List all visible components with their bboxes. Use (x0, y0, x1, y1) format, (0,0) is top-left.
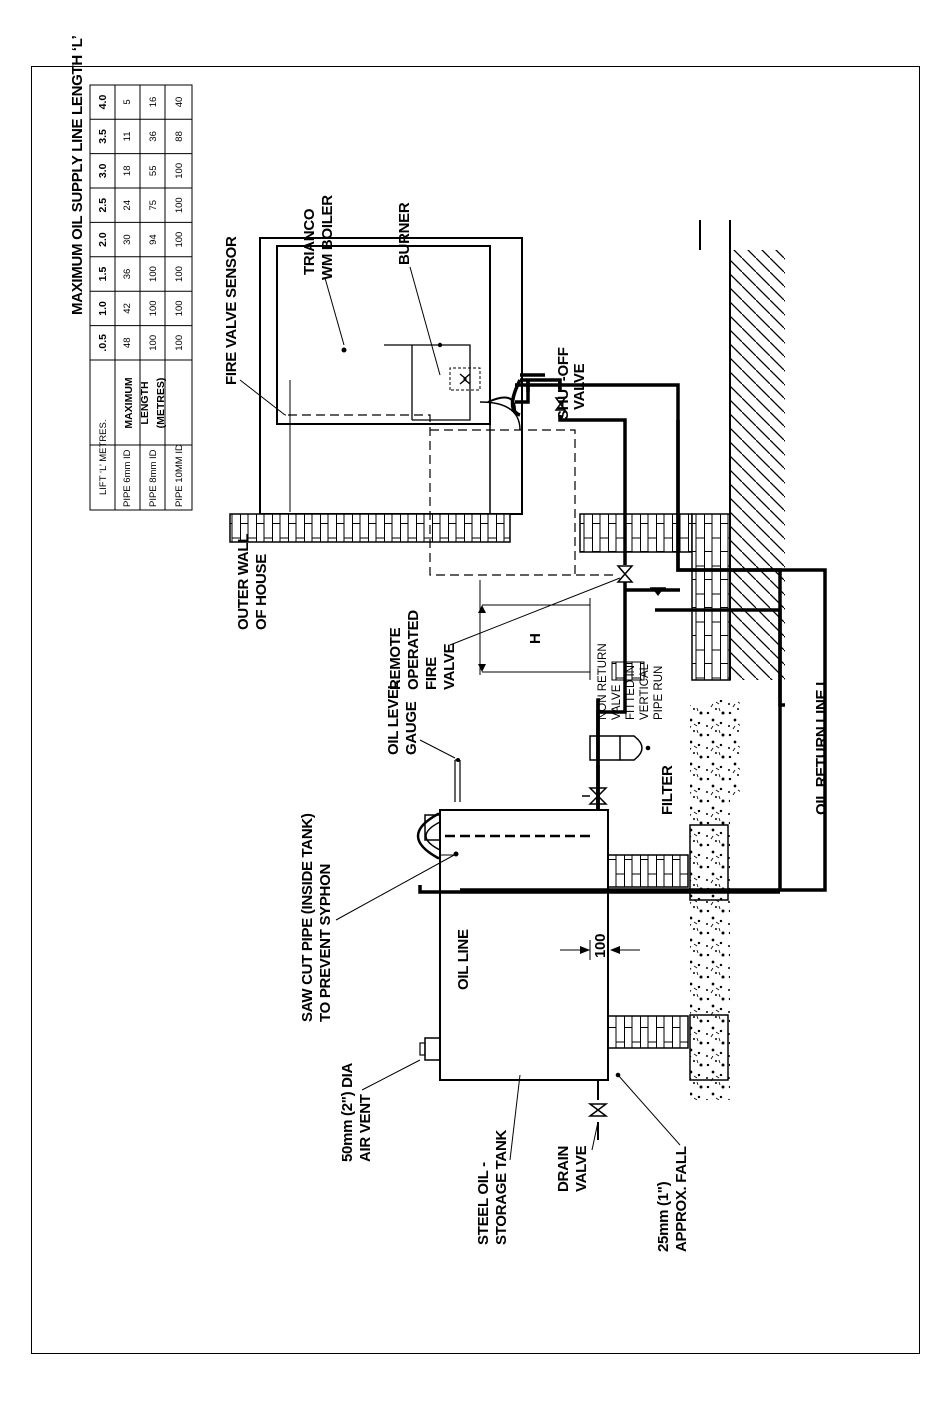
max-length-line3: (METRES) (155, 378, 167, 429)
oil-level-gauge (454, 758, 461, 802)
oil-level-label-1: OIL LEVEL (385, 680, 402, 755)
outer-wall-label-2: OF HOUSE (253, 554, 270, 630)
non-return-label-5: PIPE RUN (653, 666, 665, 720)
drain-valve-label-2: VALVE (573, 1145, 590, 1192)
table-cell: 100 (148, 266, 159, 282)
remote-valve-label-2: OPERATED (405, 610, 422, 690)
tank-outlet-valve (582, 787, 608, 805)
non-return-label-2: VALVE (611, 684, 623, 720)
return-route (460, 383, 827, 892)
remote-valve-label-3: FIRE (423, 657, 440, 690)
fall-label-2: APPROX. FALL (673, 1146, 690, 1252)
remote-valve-label-4: VALVE (441, 643, 458, 690)
table-cell: 100 (174, 300, 185, 316)
max-length-table: MAXIMUM OIL SUPPLY LINE LENGTH ‘L’ LIFT … (69, 35, 193, 511)
boiler-label-2: WM BOILER (319, 195, 336, 280)
lift-value: 2.0 (97, 232, 109, 247)
steel-oil-storage-tank (416, 809, 689, 1140)
table-cell: 36 (148, 131, 159, 142)
outer-wall-label-1: OUTER WALL (235, 534, 252, 630)
table-cell: 5 (122, 99, 133, 104)
oil-level-label-2: GAUGE (403, 701, 420, 755)
height-dimension (478, 580, 591, 680)
dimension-100: 100 (592, 934, 609, 958)
shut-off-valve (554, 397, 567, 411)
air-vent-label-2: AIR VENT (357, 1094, 374, 1162)
table-cell: 100 (174, 163, 185, 179)
table-cell: 30 (122, 234, 133, 245)
max-length-line2: LENGTH (139, 381, 151, 424)
non-return-valve (650, 587, 666, 596)
table-title: MAXIMUM OIL SUPPLY LINE LENGTH ‘L’ (69, 35, 86, 315)
burner-label: BURNER (396, 202, 413, 265)
fire-valve-sensor-label: FIRE VALVE SENSOR (223, 236, 240, 385)
table-cell: 94 (148, 234, 159, 245)
saw-cut-label-2: TO PREVENT SYPHON (317, 864, 334, 1022)
lift-value: 3.5 (97, 129, 109, 144)
ground-surface (689, 700, 740, 1100)
height-label: H (527, 633, 544, 644)
burner (384, 342, 521, 431)
remote-fire-valve (616, 565, 634, 583)
table-cell: 75 (148, 200, 159, 211)
lift-value: 4.0 (97, 95, 109, 110)
lift-header: LIFT ‘L’ METRES. (98, 420, 109, 496)
lift-value: 3.0 (97, 163, 109, 178)
non-return-label-1: NON RETURN (597, 643, 609, 720)
pipe-10mm: PIPE 10MM ID (174, 444, 185, 507)
lift-value: 1.5 (97, 267, 109, 282)
oil-line-label: OIL LINE (455, 929, 472, 990)
table-cell: 100 (148, 300, 159, 316)
table-cell: 55 (148, 166, 159, 177)
storage-tank-label-2: STORAGE TANK (493, 1130, 510, 1245)
table-cell: 40 (174, 97, 185, 108)
remote-valve-label-1: REMOTE (387, 627, 404, 690)
max-length-line1: MAXIMUM (123, 377, 135, 429)
air-vent-label-1: 50mm (2") DIA (339, 1062, 356, 1162)
fire-valve-capillary (288, 414, 618, 576)
oil-return-label: OIL RETURN LINE L (813, 677, 830, 815)
outer-wall-house (229, 513, 731, 681)
diagram-frame (31, 66, 920, 1354)
table-cell: 48 (122, 338, 133, 349)
fall-label-1: 25mm (1") (655, 1181, 672, 1252)
vertical-pipe-run (625, 588, 785, 707)
table-cell: 24 (122, 200, 133, 211)
table-cell: 18 (122, 166, 133, 177)
table-cell: 100 (148, 335, 159, 351)
pipe-8mm: PIPE 8mm ID (148, 449, 159, 507)
non-return-label-3: FITTED IN (625, 665, 637, 720)
table-cell: 100 (174, 197, 185, 213)
drain-valve-label-1: DRAIN (555, 1146, 572, 1192)
filter-label: FILTER (659, 765, 676, 815)
saw-cut-label-1: SAW CUT PIPE (INSIDE TANK) (299, 813, 316, 1022)
table-cell: 100 (174, 266, 185, 282)
table-cell: 100 (174, 335, 185, 351)
lift-value: .0.5 (97, 334, 109, 352)
lift-value: 1.0 (97, 301, 109, 316)
table-cell: 42 (122, 303, 133, 314)
boiler-label-1: TRIANCO (301, 208, 318, 275)
table-cell: 88 (174, 131, 185, 142)
lift-value: 2.5 (97, 198, 109, 213)
pipe-6mm: PIPE 6mm ID (122, 449, 133, 507)
non-return-label-4: VERTICAL (639, 663, 651, 720)
ground-hatch (699, 220, 785, 680)
table-cell: 16 (148, 97, 159, 108)
filter (589, 735, 651, 761)
table-cell: 100 (174, 232, 185, 248)
table-cell: 36 (122, 269, 133, 280)
table-cell: 11 (122, 131, 133, 141)
boiler (259, 237, 523, 515)
storage-tank-label-1: STEEL OIL - (475, 1162, 492, 1245)
main-supply-route (520, 378, 627, 800)
